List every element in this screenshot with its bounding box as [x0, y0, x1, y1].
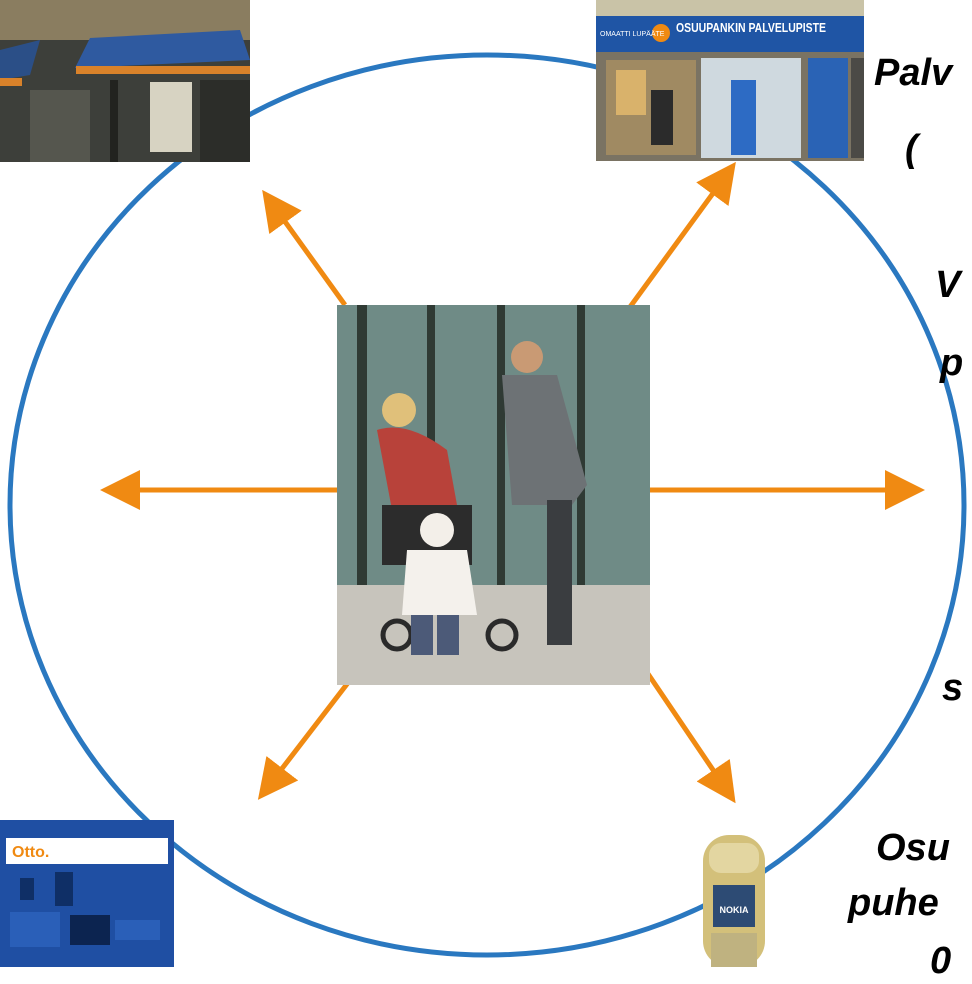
- otto-atm-photo: Otto.: [0, 820, 174, 967]
- label-paren: (: [905, 128, 918, 170]
- atm-brand-text: Otto.: [12, 844, 49, 861]
- storefront-awning-photo: [0, 0, 250, 162]
- nokia-mobile-phone-photo: NOKIA: [697, 833, 771, 967]
- phone-brand-text: NOKIA: [720, 905, 750, 915]
- label-digits: 0: [930, 940, 952, 982]
- channel-circle: [7, 52, 967, 958]
- arrow-bottom-right: [637, 660, 736, 804]
- bank-service-point-photo: OSUUPANKIN PALVELUPISTE OMAATTI LUPÄÄTE: [596, 0, 864, 161]
- label-osu: Osu: [876, 827, 950, 869]
- label-puhe: puhe: [848, 882, 939, 924]
- arrow-top-left: [262, 189, 348, 307]
- label-s: s: [942, 667, 964, 709]
- label-p: p: [940, 342, 964, 384]
- bank-sign-side-text: OMAATTI LUPÄÄTE: [600, 30, 665, 38]
- label-v: V: [935, 264, 961, 306]
- bank-sign-text: OSUUPANKIN PALVELUPISTE: [676, 20, 826, 35]
- family-shopping-photo: [337, 305, 650, 685]
- label-palv: Palv: [874, 52, 953, 94]
